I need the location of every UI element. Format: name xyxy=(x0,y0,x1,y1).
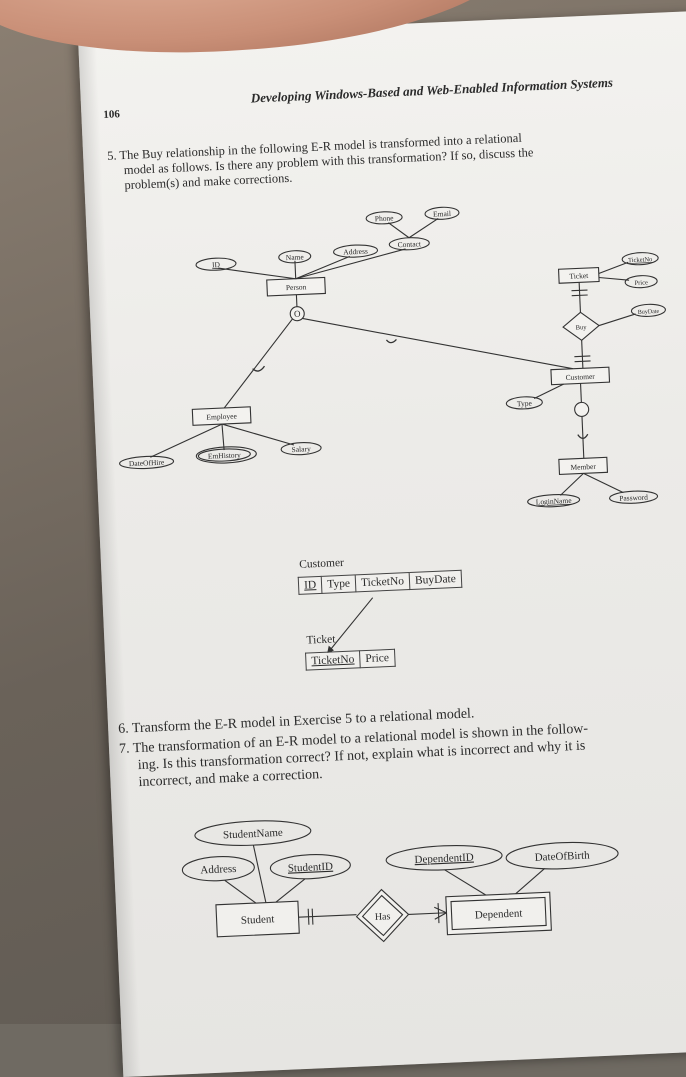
er-diagram-exercise-7: StudentName Address StudentID DependentI… xyxy=(181,820,619,943)
attr-phone-ellipse xyxy=(365,211,403,225)
running-header-title: Developing Windows-Based and Web-Enabled… xyxy=(250,74,614,106)
relationship-has-label: Has xyxy=(375,911,391,923)
er-diagram-exercise-5: Person O Name ID Address Contact Phone E… xyxy=(119,206,666,508)
subtype-circle-person xyxy=(289,306,305,322)
attr-address-ellipse xyxy=(333,244,379,258)
attr-price-ellipse xyxy=(624,275,658,289)
attr-type-label: Type xyxy=(517,399,533,409)
attr-studentname-label: StudentName xyxy=(223,827,283,842)
attr-name-ellipse xyxy=(278,250,312,264)
attr-buydate-ellipse xyxy=(630,303,666,317)
entity-dependent xyxy=(445,891,552,936)
attr-dependentid-label: DependentID xyxy=(414,852,474,867)
entity-employee-label: Employee xyxy=(206,411,237,421)
attr-password-label: Password xyxy=(619,493,648,503)
subtype-circle-customer xyxy=(574,401,590,417)
attr-studentid-label: StudentID xyxy=(288,861,334,875)
entity-dependent-label: Dependent xyxy=(475,907,523,921)
table-ticket-name: Ticket xyxy=(306,633,336,647)
attr-address-label: Address xyxy=(200,863,237,877)
attr-contact-label: Contact xyxy=(397,239,422,249)
attr-salary-ellipse xyxy=(280,442,322,456)
attr-dateofbirth-ellipse xyxy=(505,841,619,870)
attr-buydate-label: BuyDate xyxy=(638,309,660,316)
attr-ticketno-label: TicketNo xyxy=(628,256,653,264)
attr-ticketno-ellipse xyxy=(621,252,659,266)
attr-password-ellipse xyxy=(609,490,659,504)
attr-emhistory-ellipse xyxy=(197,448,251,462)
attr-email-ellipse xyxy=(424,206,460,220)
attr-studentid-ellipse xyxy=(269,853,351,880)
entity-customer-label: Customer xyxy=(565,372,595,382)
attr-dateofhire-ellipse xyxy=(119,455,175,470)
attr-address-ellipse xyxy=(181,856,255,882)
attr-id-label: ID xyxy=(212,260,221,269)
attr-salary-label: Salary xyxy=(291,444,311,454)
attr-price-label: Price xyxy=(634,279,648,287)
attr-dateofbirth-label: DateOfBirth xyxy=(534,849,590,863)
table-ticket-col: Price xyxy=(359,649,395,668)
attr-id-ellipse xyxy=(195,257,237,271)
attr-phone-label: Phone xyxy=(375,213,395,223)
relationship-buy-label: Buy xyxy=(576,324,588,331)
entity-person-label: Person xyxy=(286,282,307,292)
attr-emhistory-label: EmHistory xyxy=(208,450,242,460)
table-customer-name: Customer xyxy=(298,556,345,571)
attr-loginname-label: LoginName xyxy=(536,496,573,507)
subtype-symbol: O xyxy=(294,309,301,319)
attr-dateofhire-label: DateOfHire xyxy=(129,458,165,469)
attr-loginname-ellipse xyxy=(527,494,581,508)
entity-member-label: Member xyxy=(570,462,596,472)
attr-address-label: Address xyxy=(343,247,368,257)
attr-type-ellipse xyxy=(505,396,543,410)
attr-name-label: Name xyxy=(286,252,305,262)
attr-email-label: Email xyxy=(433,209,451,219)
attr-emhistory-multivalued xyxy=(195,446,257,464)
table-ticket-col: TicketNo xyxy=(305,650,361,671)
entity-ticket-label: Ticket xyxy=(569,271,589,281)
entity-student-label: Student xyxy=(241,913,275,926)
book-page: 106 Developing Windows-Based and Web-Ena… xyxy=(78,7,686,1077)
page-number: 106 xyxy=(103,108,121,121)
relationship-has-diamond xyxy=(355,888,410,943)
